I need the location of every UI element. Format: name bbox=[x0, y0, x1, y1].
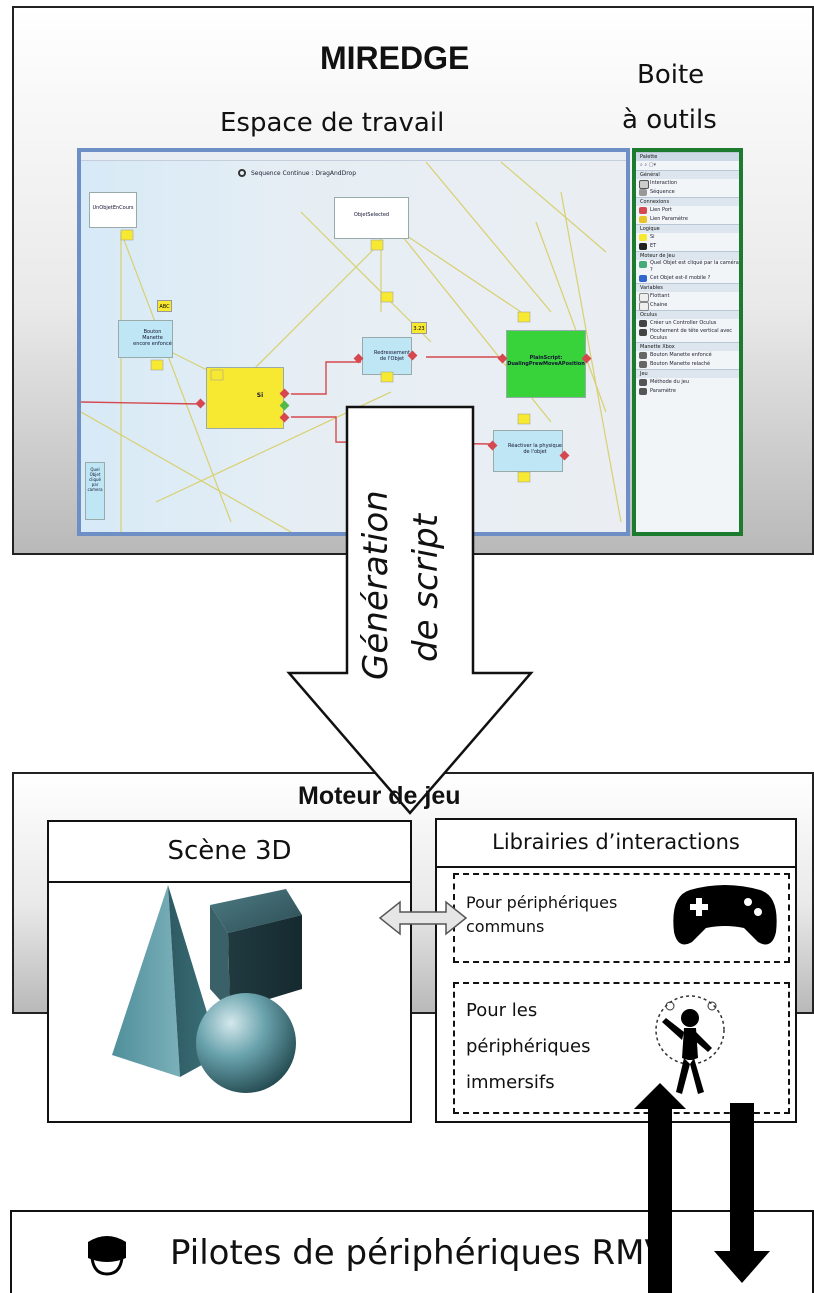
palette-item[interactable]: Lien Port bbox=[636, 206, 739, 215]
node-label: UnObjetEnCours bbox=[92, 205, 134, 211]
camera-click-icon bbox=[639, 261, 647, 268]
vr-headset-icon bbox=[88, 1236, 126, 1276]
string-icon bbox=[639, 302, 649, 311]
toolbox-label-line1: Boite bbox=[637, 60, 705, 90]
sequence-icon bbox=[639, 189, 647, 196]
toolbox-label-line2: à outils bbox=[622, 105, 717, 135]
node-label: Si bbox=[256, 392, 264, 399]
node-label: Réactiver la physique de l'objet bbox=[508, 443, 562, 455]
palette-item[interactable]: Chaine bbox=[636, 301, 739, 311]
node-quel-objet[interactable]: Quel Objet cliqué par camera bbox=[85, 462, 105, 520]
immersive-devices-line3: immersifs bbox=[466, 1072, 555, 1093]
workspace-label: Espace de travail bbox=[220, 108, 445, 138]
palette-section: Oculus bbox=[636, 310, 739, 319]
sequence-title: Sequence Continue : DragAndDrop bbox=[251, 170, 357, 177]
palette-item[interactable]: Hochement de tête vertical avec Oculus bbox=[636, 328, 739, 342]
palette-item[interactable]: Paramètre bbox=[636, 387, 739, 396]
immersive-devices-line2: périphériques bbox=[466, 1036, 591, 1057]
palette-section: Jeu bbox=[636, 369, 739, 378]
node-plainscript[interactable]: PlainScript: DualingPrewMoveAPosition bbox=[506, 330, 586, 398]
script-generation-label: Génération de script bbox=[351, 420, 471, 680]
node-label: PlainScript: DualingPrewMoveAPosition bbox=[507, 355, 585, 367]
node-bouton-manette[interactable]: Bouton Manette encore enfoncé bbox=[118, 320, 173, 358]
palette-section: Logique bbox=[636, 224, 739, 233]
palette-section: Manette Xbox bbox=[636, 342, 739, 351]
parameter-icon bbox=[639, 388, 647, 395]
palette-item[interactable]: Lien Paramètre bbox=[636, 215, 739, 224]
palette-section: Variables bbox=[636, 283, 739, 292]
palette-item[interactable]: Quel Objet est cliqué par la caméra ? bbox=[636, 260, 739, 274]
vr-user-icon bbox=[655, 995, 725, 1094]
palette-section: Moteur de Jeu bbox=[636, 251, 739, 260]
node-label: Quel Objet cliqué par camera bbox=[87, 467, 103, 492]
scene-3d-illustration bbox=[112, 885, 302, 1093]
palette-item[interactable]: Bouton Manette enfoncé bbox=[636, 351, 739, 360]
sequence-loop-icon bbox=[238, 169, 246, 177]
float-icon bbox=[639, 293, 649, 302]
drivers-label: Pilotes de périphériques RMV bbox=[170, 1233, 668, 1273]
gamepad-pressed-icon bbox=[639, 352, 647, 359]
palette-item[interactable]: Cet Objet est-il mobile ? bbox=[636, 274, 739, 283]
common-devices-line2: communs bbox=[466, 917, 545, 936]
script-generation-arrow bbox=[286, 405, 534, 815]
palette-item[interactable]: Créer un Controller Oculus bbox=[636, 319, 739, 328]
immersive-devices-line1: Pour les bbox=[466, 1000, 538, 1021]
node-unobjetencours[interactable]: UnObjetEnCours bbox=[89, 192, 137, 228]
toolbox-palette: Palette ⌕ ⌕ ▢▾ Général Interaction Séque… bbox=[632, 148, 743, 536]
node-label: ObjetSelected bbox=[353, 212, 390, 218]
palette-section: Connexions bbox=[636, 197, 739, 206]
palette-item[interactable]: Méthode du jeu bbox=[636, 378, 739, 387]
script-generation-line2: de script bbox=[406, 513, 446, 662]
libraries-divider bbox=[435, 866, 797, 868]
common-devices-line1: Pour périphériques bbox=[466, 893, 618, 912]
immersive-devices-box bbox=[453, 982, 790, 1114]
libraries-label: Librairies d’interactions bbox=[492, 830, 740, 854]
scene-3d-divider bbox=[47, 881, 412, 883]
driver-exchange-arrows bbox=[634, 1083, 770, 1293]
mobile-object-icon bbox=[639, 275, 647, 282]
drivers-box bbox=[10, 1210, 814, 1293]
head-nod-icon bbox=[639, 329, 647, 336]
palette-header: Palette bbox=[636, 152, 739, 161]
scene-3d-label: Scène 3D bbox=[167, 836, 292, 866]
node-connectors bbox=[120, 229, 592, 483]
node-label: Redressement de l'Objet bbox=[374, 350, 410, 362]
miredge-title: MIREDGE bbox=[320, 40, 470, 76]
palette-item[interactable]: Séquence bbox=[636, 188, 739, 197]
interaction-icon bbox=[639, 180, 649, 189]
gamepad-released-icon bbox=[639, 361, 647, 368]
link-port-icon bbox=[639, 207, 647, 214]
libraries-box bbox=[435, 818, 797, 1123]
workspace-toolbar bbox=[81, 152, 626, 161]
game-method-icon bbox=[639, 379, 647, 386]
node-objetselected[interactable]: ObjetSelected bbox=[334, 197, 409, 239]
badge-number: 3.23 bbox=[411, 322, 427, 334]
palette-item[interactable]: Flottant bbox=[636, 292, 739, 302]
and-icon bbox=[639, 243, 647, 250]
engine-title: Moteur de jeu bbox=[298, 782, 461, 810]
palette-item[interactable]: Bouton Manette relaché bbox=[636, 360, 739, 369]
oculus-controller-icon bbox=[639, 320, 647, 327]
node-reactiver[interactable]: Réactiver la physique de l'objet bbox=[493, 430, 563, 472]
if-icon bbox=[639, 234, 647, 241]
palette-item[interactable]: ET bbox=[636, 242, 739, 251]
script-generation-line1: Génération bbox=[356, 490, 396, 680]
badge-abc: ABC bbox=[157, 300, 172, 312]
gamepad-icon bbox=[673, 885, 777, 945]
palette-search[interactable]: ⌕ ⌕ ▢▾ bbox=[640, 162, 657, 168]
palette-item[interactable]: Interaction bbox=[636, 179, 739, 189]
bidirectional-arrow-icon bbox=[378, 900, 468, 936]
palette-item[interactable]: Si bbox=[636, 233, 739, 242]
palette-section: Général bbox=[636, 170, 739, 179]
node-label: Bouton Manette encore enfoncé bbox=[133, 329, 172, 347]
link-param-icon bbox=[639, 216, 647, 223]
